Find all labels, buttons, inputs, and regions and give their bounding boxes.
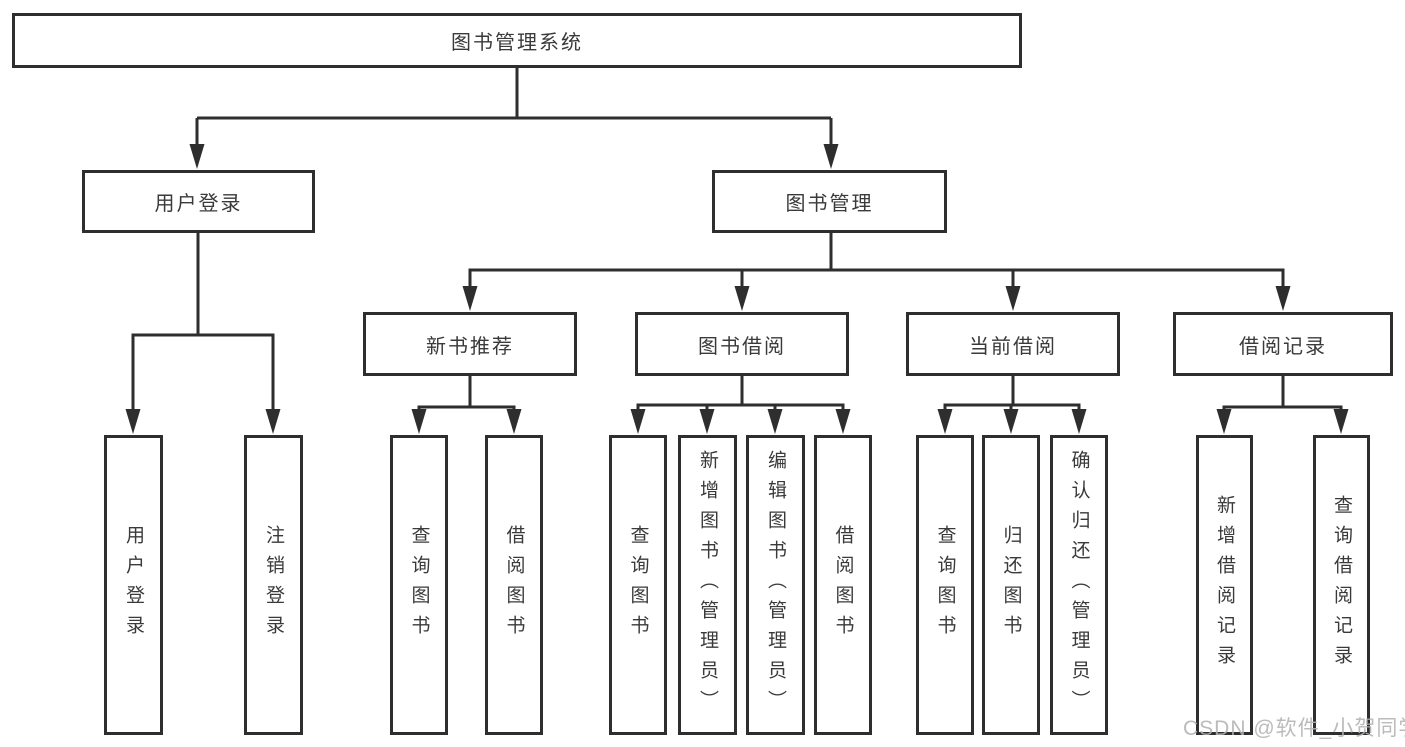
leaf-bb-add-books-admin-label: 新增图书（管理员） (697, 450, 718, 720)
leaf-cb-confirm-return-admin: 确认归还（管理员） (1050, 435, 1108, 735)
leaf-nbr-query-books: 查询图书 (390, 435, 448, 735)
node-user-login-label: 用户登录 (154, 193, 243, 215)
node-library-system: 图书管理系统 (12, 13, 1022, 68)
leaf-user-login-label: 用户登录 (123, 525, 144, 645)
node-user-login: 用户登录 (82, 170, 315, 233)
leaf-nbr-query-books-label: 查询图书 (408, 525, 430, 645)
leaf-bb-query-books: 查询图书 (609, 435, 667, 735)
node-book-borrowing: 图书借阅 (635, 312, 849, 376)
leaf-cb-query-books: 查询图书 (916, 435, 974, 735)
leaf-cb-return-books: 归还图书 (982, 435, 1040, 735)
leaf-bb-edit-books-admin-label: 编辑图书（管理员） (765, 450, 786, 720)
leaf-cb-return-books-label: 归还图书 (1000, 525, 1022, 645)
leaf-logout-label: 注销登录 (263, 525, 284, 645)
leaf-br-add-record: 新增借阅记录 (1196, 435, 1253, 735)
node-current-borrowing: 当前借阅 (906, 312, 1120, 376)
node-book-management: 图书管理 (712, 170, 947, 233)
node-new-book-recommend: 新书推荐 (363, 312, 577, 376)
leaf-cb-query-books-label: 查询图书 (934, 525, 956, 645)
leaf-bb-add-books-admin: 新增图书（管理员） (678, 435, 737, 735)
leaf-br-query-record-label: 查询借阅记录 (1331, 495, 1352, 675)
node-borrow-records-label: 借阅记录 (1239, 335, 1327, 358)
connector-arrowheads (125, 144, 1349, 434)
leaf-user-login: 用户登录 (104, 435, 163, 735)
leaf-bb-borrow-books-label: 借阅图书 (832, 525, 854, 645)
leaf-nbr-borrow-books-label: 借阅图书 (503, 525, 525, 645)
node-book-management-label: 图书管理 (785, 193, 874, 215)
leaf-br-add-record-label: 新增借阅记录 (1214, 495, 1235, 675)
leaf-cb-confirm-return-admin-label: 确认归还（管理员） (1068, 450, 1090, 720)
leaf-logout: 注销登录 (244, 435, 303, 735)
leaf-bb-query-books-label: 查询图书 (627, 525, 649, 645)
node-book-borrowing-label: 图书借阅 (698, 335, 786, 358)
leaf-bb-edit-books-admin: 编辑图书（管理员） (746, 435, 805, 735)
node-current-borrowing-label: 当前借阅 (969, 335, 1057, 358)
node-borrow-records: 借阅记录 (1173, 312, 1393, 376)
node-library-system-label: 图书管理系统 (451, 32, 583, 54)
leaf-bb-borrow-books: 借阅图书 (814, 435, 872, 735)
leaf-nbr-borrow-books: 借阅图书 (485, 435, 543, 735)
node-new-book-recommend-label: 新书推荐 (426, 335, 514, 358)
leaf-br-query-record: 查询借阅记录 (1313, 435, 1370, 735)
